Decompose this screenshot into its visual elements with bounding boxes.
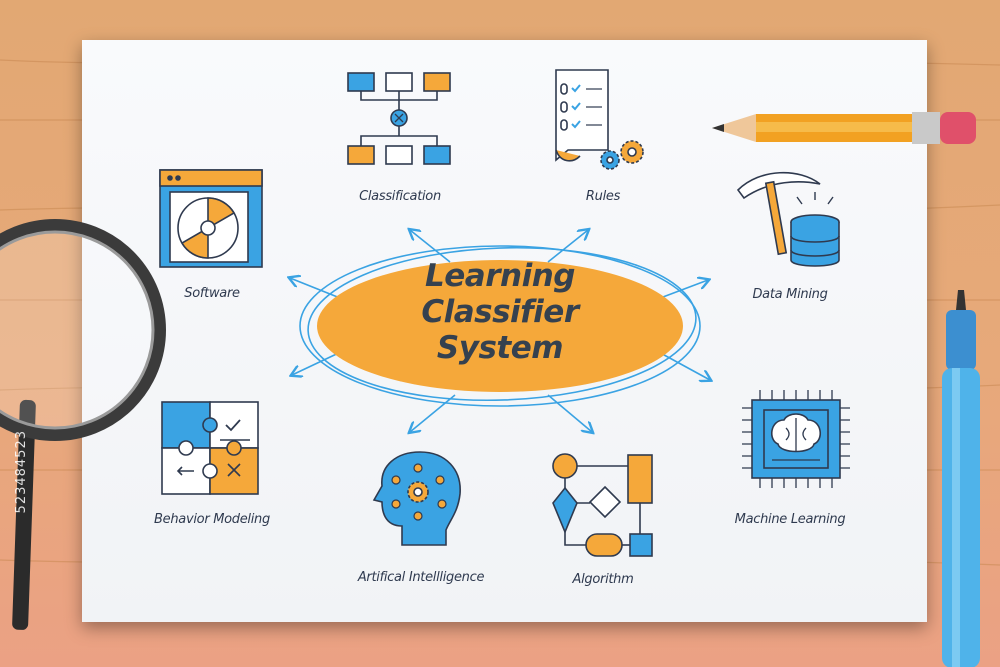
algorithm-icon [552,453,653,557]
classification-icon [347,72,451,165]
center-title-line-1: Learning [425,258,575,294]
node-label-software: Software [184,286,240,301]
machine-learning-icon [742,390,850,488]
center-title: Learning Classifier System [350,258,650,366]
stock-id-watermark: 523484523 [14,430,29,514]
node-label-behavior-modeling: Behavior Modeling [154,512,270,527]
magnifying-glass-icon [0,219,166,630]
rules-icon [555,69,644,170]
node-label-classification: Classification [359,189,441,204]
node-label-data-mining: Data Mining [752,287,828,302]
center-title-line-3: System [436,330,564,366]
center-title-line-2: Classifier [421,294,579,330]
software-icon [159,169,263,268]
center-ellipse-outline [299,245,701,407]
node-label-rules: Rules [585,189,621,204]
node-label-artificial-intelligence: Artifical Intellligence [357,570,485,585]
node-label-machine-learning: Machine Learning [734,512,846,527]
data-mining-icon [736,171,840,267]
pencil-icon [712,112,976,144]
behavior-modeling-icon [161,401,259,495]
pen-icon [942,290,980,667]
node-label-algorithm: Algorithm [572,572,634,587]
center-ellipse [317,260,683,392]
artificial-intelligence-icon [372,451,461,546]
